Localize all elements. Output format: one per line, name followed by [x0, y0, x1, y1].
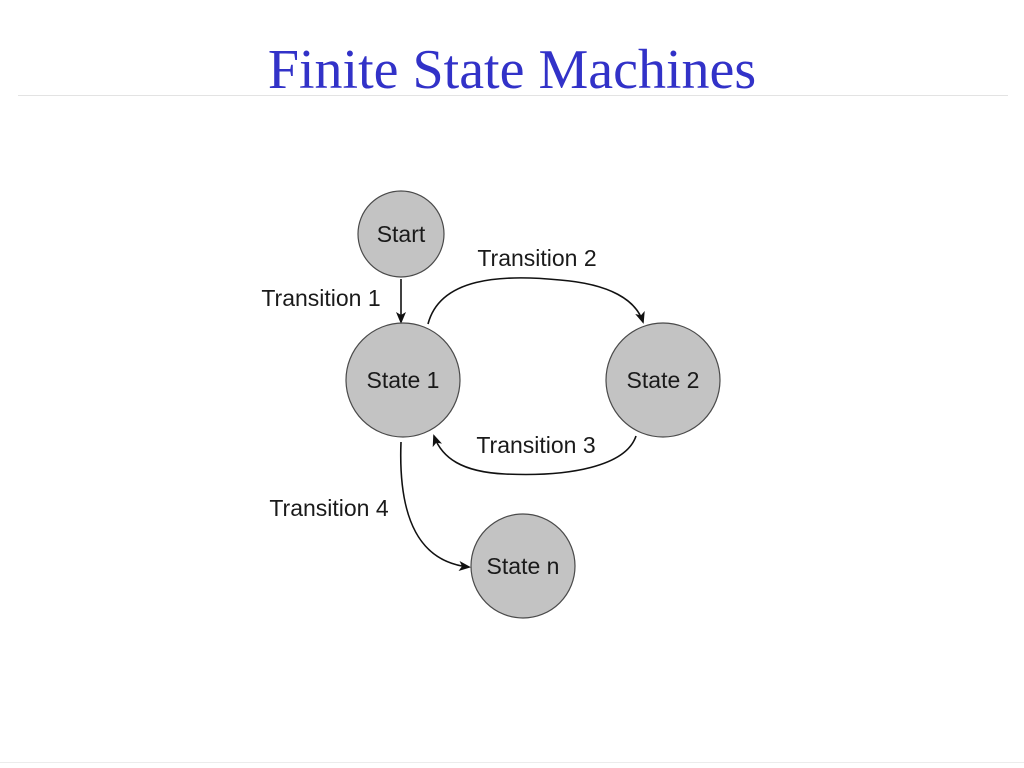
label-transition-1: Transition 1: [261, 285, 380, 311]
edge-transition-3: [432, 434, 637, 476]
node-state-1: State 1: [345, 322, 461, 438]
node-state-1-label: State 1: [367, 367, 440, 393]
edge-transition-4: [399, 441, 471, 571]
node-state-n-circle: [470, 513, 576, 619]
title-divider: [18, 95, 1008, 96]
bottom-divider: [0, 762, 1024, 763]
node-state-n: State n: [470, 513, 576, 619]
node-state-1-circle: [345, 322, 461, 438]
node-state-n-label: State n: [487, 553, 560, 579]
edge-transition-2: [427, 277, 645, 325]
node-start: Start: [357, 190, 445, 278]
node-state-2-label: State 2: [627, 367, 700, 393]
label-transition-4: Transition 4: [269, 495, 389, 521]
node-start-circle: [357, 190, 445, 278]
node-state-2: State 2: [605, 322, 721, 438]
node-start-label: Start: [377, 221, 426, 247]
slide-title: Finite State Machines: [267, 39, 757, 101]
node-state-2-circle: [605, 322, 721, 438]
label-transition-2: Transition 2: [477, 245, 596, 271]
label-transition-3: Transition 3: [476, 432, 595, 458]
